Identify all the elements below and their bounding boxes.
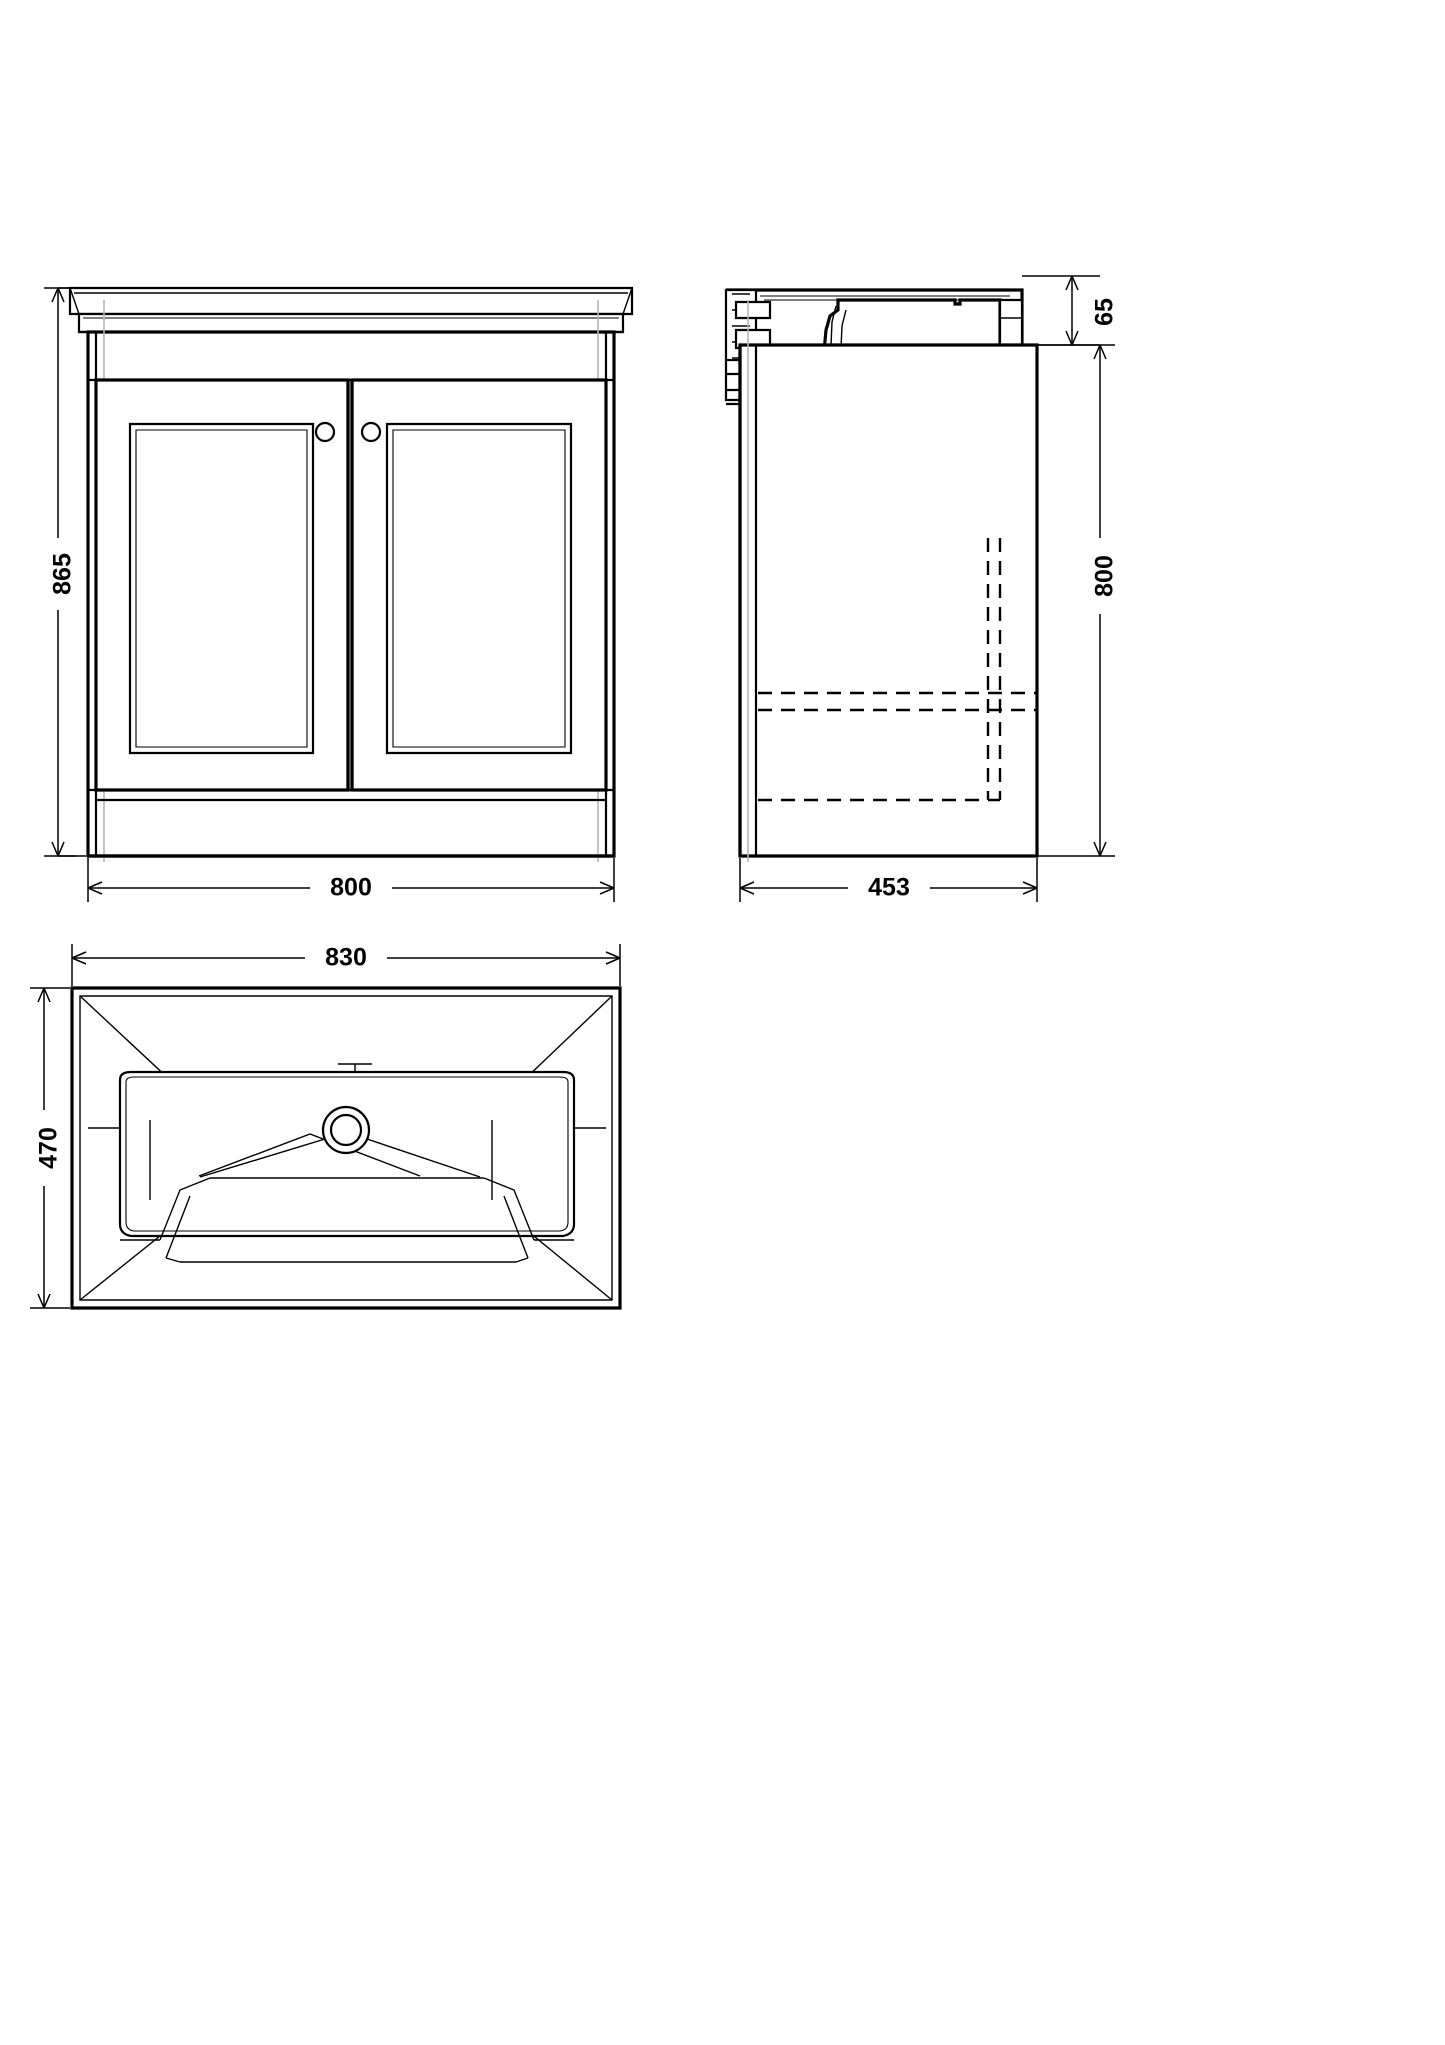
dim-label-plan-depth: 470 [35, 1127, 63, 1169]
cabinet-side-body [738, 300, 1039, 862]
dimension-basin-height: 65 [1022, 275, 1119, 346]
door-knob-right[interactable] [360, 421, 382, 443]
dimension-plan-width: 830 [71, 940, 621, 986]
side-elevation-view: 65 800 453 [724, 275, 1119, 906]
dimension-side-depth: 453 [739, 858, 1038, 906]
dimension-front-height: 865 [40, 287, 86, 857]
dimension-plan-depth: 470 [28, 987, 70, 1309]
door-knob-left[interactable] [314, 421, 336, 443]
dimension-side-cabinet-height: 800 [1037, 344, 1119, 857]
dim-label-side-cabinet-height: 800 [1091, 555, 1119, 597]
dimension-front-width: 800 [87, 858, 615, 906]
internal-hidden-edges [758, 538, 1037, 802]
basin-top [68, 286, 634, 334]
dim-label-front-height: 865 [49, 553, 77, 595]
door-right[interactable] [350, 378, 608, 792]
plan-view: 830 470 [28, 940, 622, 1310]
dim-label-basin-height: 65 [1091, 298, 1119, 326]
dim-label-side-depth: 453 [868, 874, 910, 902]
front-elevation-view: 865 800 [40, 286, 634, 906]
dim-label-plan-width: 830 [325, 944, 367, 972]
dim-label-front-width: 800 [330, 874, 372, 902]
tap-hole [321, 1105, 371, 1155]
door-left[interactable] [94, 378, 350, 792]
